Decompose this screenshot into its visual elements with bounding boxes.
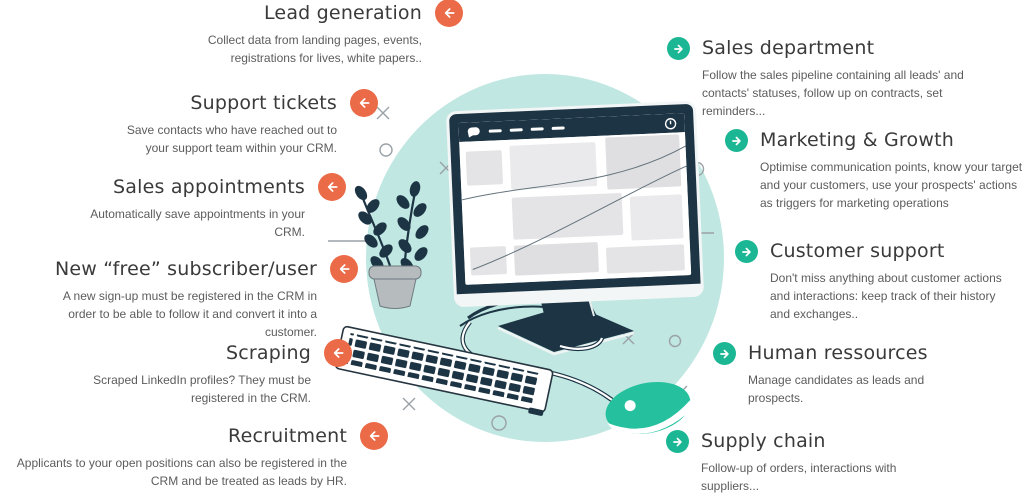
plant-pot <box>368 265 422 309</box>
circle-icon <box>379 143 393 157</box>
feature-description: Scraped LinkedIn profiles? They must be … <box>93 373 311 405</box>
arrow-right-icon <box>667 37 690 60</box>
feature-customer-support: Customer support Don't miss anything abo… <box>735 239 1010 323</box>
feature-title: New “free” subscriber/user <box>54 258 317 280</box>
arrow-right-icon <box>713 342 736 365</box>
menu-dash <box>530 127 544 131</box>
menu-dash <box>551 126 565 130</box>
cross-icon <box>402 397 416 411</box>
feature-title: Scraping <box>225 342 311 364</box>
feature-title: Sales appointments <box>113 176 305 198</box>
feature-title: Lead generation <box>263 2 422 24</box>
feature-lead-generation: Lead generation Collect data from landin… <box>194 0 463 67</box>
feature-supply-chain: Supply chain Follow-up of orders, intera… <box>666 429 919 495</box>
arrow-left-icon <box>330 255 358 283</box>
feature-description: Follow the sales pipeline containing all… <box>702 68 964 118</box>
arrow-left-icon <box>435 0 463 27</box>
feature-recruitment: Recruitment Applicants to your open posi… <box>1 422 388 490</box>
feature-title: Recruitment <box>228 425 347 447</box>
feature-heading-row: New “free” subscriber/user <box>54 255 358 283</box>
menu-dash <box>488 129 502 133</box>
feature-sales-appointments: Sales appointments Automatically save ap… <box>79 173 346 241</box>
feature-title: Sales department <box>702 37 875 59</box>
browser-top-bar <box>458 113 685 142</box>
arrow-right-icon <box>735 240 758 263</box>
feature-title: Support tickets <box>190 92 337 114</box>
feature-sales-department: Sales department Follow the sales pipeli… <box>667 36 994 120</box>
wireframe-content <box>459 132 692 285</box>
feature-description: A new sign-up must be registered in the … <box>62 289 317 339</box>
bar-spacer <box>573 124 657 128</box>
feature-heading-row: Scraping <box>225 339 352 367</box>
feature-title: Marketing & Growth <box>760 129 954 151</box>
feature-description: Optimise communication points, know your… <box>760 160 1023 210</box>
feature-description: Manage candidates as leads and prospects… <box>748 373 925 405</box>
feature-support-tickets: Support tickets Save contacts who have r… <box>121 89 378 157</box>
feature-heading-row: Recruitment <box>228 422 388 450</box>
feature-heading-row: Lead generation <box>263 0 463 27</box>
feature-human-ressources: Human ressources Manage candidates as le… <box>713 341 938 407</box>
monitor-screen <box>458 113 692 285</box>
circle-icon <box>668 334 682 348</box>
feature-description: Automatically save appointments in your … <box>90 207 305 239</box>
arrow-right-icon <box>666 430 689 453</box>
feature-title: Customer support <box>770 240 945 262</box>
menu-dash <box>509 128 523 132</box>
arrow-left-icon <box>318 173 346 201</box>
feature-heading-row: Marketing & Growth <box>725 128 1024 152</box>
feature-title: Human ressources <box>748 342 928 364</box>
feature-heading-row: Supply chain <box>666 429 919 453</box>
feature-description: Don't miss anything about customer actio… <box>770 271 1002 321</box>
feature-marketing-growth: Marketing & Growth Optimise communicatio… <box>725 128 1024 212</box>
plant-leaves <box>354 181 429 272</box>
plant <box>354 181 429 309</box>
feature-new-free-subscriber: New “free” subscriber/user A new sign-up… <box>53 255 358 341</box>
feature-description: Follow-up of orders, interactions with s… <box>701 461 897 493</box>
feature-heading-row: Sales appointments <box>113 173 346 201</box>
feature-heading-row: Support tickets <box>190 89 378 117</box>
feature-scraping: Scraping Scraped LinkedIn profiles? They… <box>85 339 352 407</box>
arrow-left-icon <box>324 339 352 367</box>
arrow-left-icon <box>350 89 378 117</box>
feature-heading-row: Sales department <box>667 36 994 60</box>
feature-description: Collect data from landing pages, events,… <box>207 33 422 65</box>
feature-heading-row: Customer support <box>735 239 1010 263</box>
feature-heading-row: Human ressources <box>713 341 938 365</box>
monitor-illustration <box>445 100 705 308</box>
cross-icon <box>376 106 390 120</box>
arrow-left-icon <box>360 422 388 450</box>
circle-icon <box>491 415 507 431</box>
mouse <box>605 381 693 435</box>
feature-description: Applicants to your open positions can al… <box>16 456 347 488</box>
clock-icon <box>664 117 677 129</box>
speech-bubble-icon <box>467 126 480 138</box>
feature-description: Save contacts who have reached out to yo… <box>126 123 337 155</box>
arrow-right-icon <box>725 129 748 152</box>
feature-title: Supply chain <box>701 430 826 452</box>
decor-swoosh-lines <box>461 145 687 270</box>
